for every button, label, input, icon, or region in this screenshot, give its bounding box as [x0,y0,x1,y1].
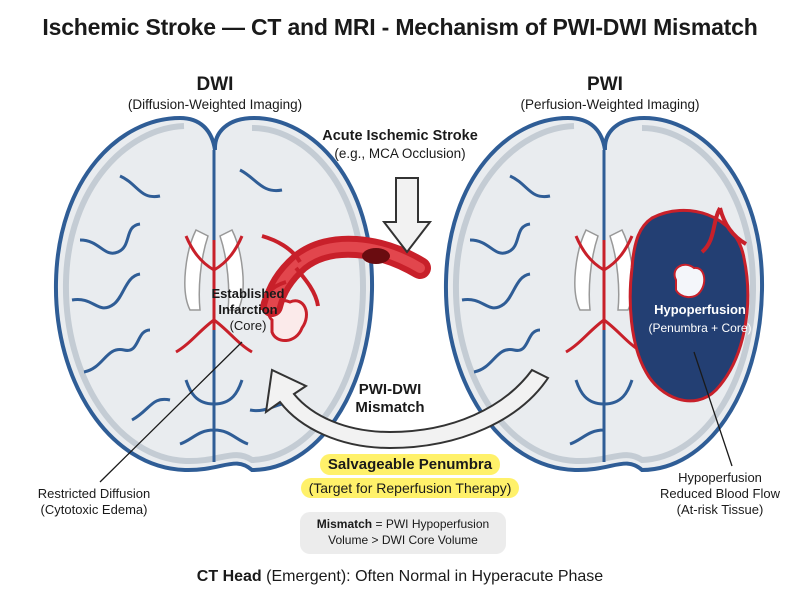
dwi-subheading: (Diffusion-Weighted Imaging) [127,97,303,112]
mismatch-line2: Mismatch [355,399,425,416]
stroke-label: Acute Ischemic Stroke [322,128,478,144]
penumbra-line1: Salvageable Penumbra [319,454,501,475]
formula-bold: Mismatch [316,517,373,531]
core-label-line3: (Core) [229,318,267,333]
footer-rest: (Emergent): Often Normal in Hyperacute P… [261,568,604,585]
formula-line2: Volume > DWI Core Volume [328,533,478,547]
mismatch-formula-box: Mismatch = PWI Hypoperfusion Volume > DW… [300,512,506,554]
at-risk-line2: Reduced Blood Flow [660,486,780,501]
stroke-example: (e.g., MCA Occlusion) [334,146,466,161]
pwi-heading: PWI [587,74,623,95]
at-risk-line1: Hypoperfusion [678,470,762,485]
mismatch-line1: PWI-DWI [358,381,422,398]
at-risk-line3: (At-risk Tissue) [676,502,764,517]
mismatch-arrow-icon [264,368,550,450]
core-label-line2: Infarction [218,302,278,317]
restricted-line2: (Cytotoxic Edema) [40,502,148,517]
penumbra-label-wrap: Salvageable Penumbra [290,454,530,475]
hypoperfusion-title: Hypoperfusion [654,302,746,317]
footer-bold: CT Head [196,568,262,585]
hypoperfusion-sub: (Penumbra + Core) [648,321,752,335]
formula-line1: = PWI Hypoperfusion [372,517,490,531]
page-title: Ischemic Stroke — CT and MRI - Mechanism… [42,14,758,40]
penumbra-sub-wrap: (Target for Reperfusion Therapy) [258,478,562,498]
restricted-line1: Restricted Diffusion [37,486,151,501]
penumbra-line2: (Target for Reperfusion Therapy) [300,478,520,498]
restricted-diffusion-leader [99,341,243,483]
at-risk-leader [693,351,733,467]
dwi-heading: DWI [196,74,234,95]
pwi-subheading: (Perfusion-Weighted Imaging) [520,97,700,112]
down-arrow-icon [381,177,433,254]
occluded-mca-artery [260,234,431,317]
footer-note: CT Head (Emergent): Often Normal in Hype… [0,568,800,586]
core-label-line1: Established [211,286,285,301]
